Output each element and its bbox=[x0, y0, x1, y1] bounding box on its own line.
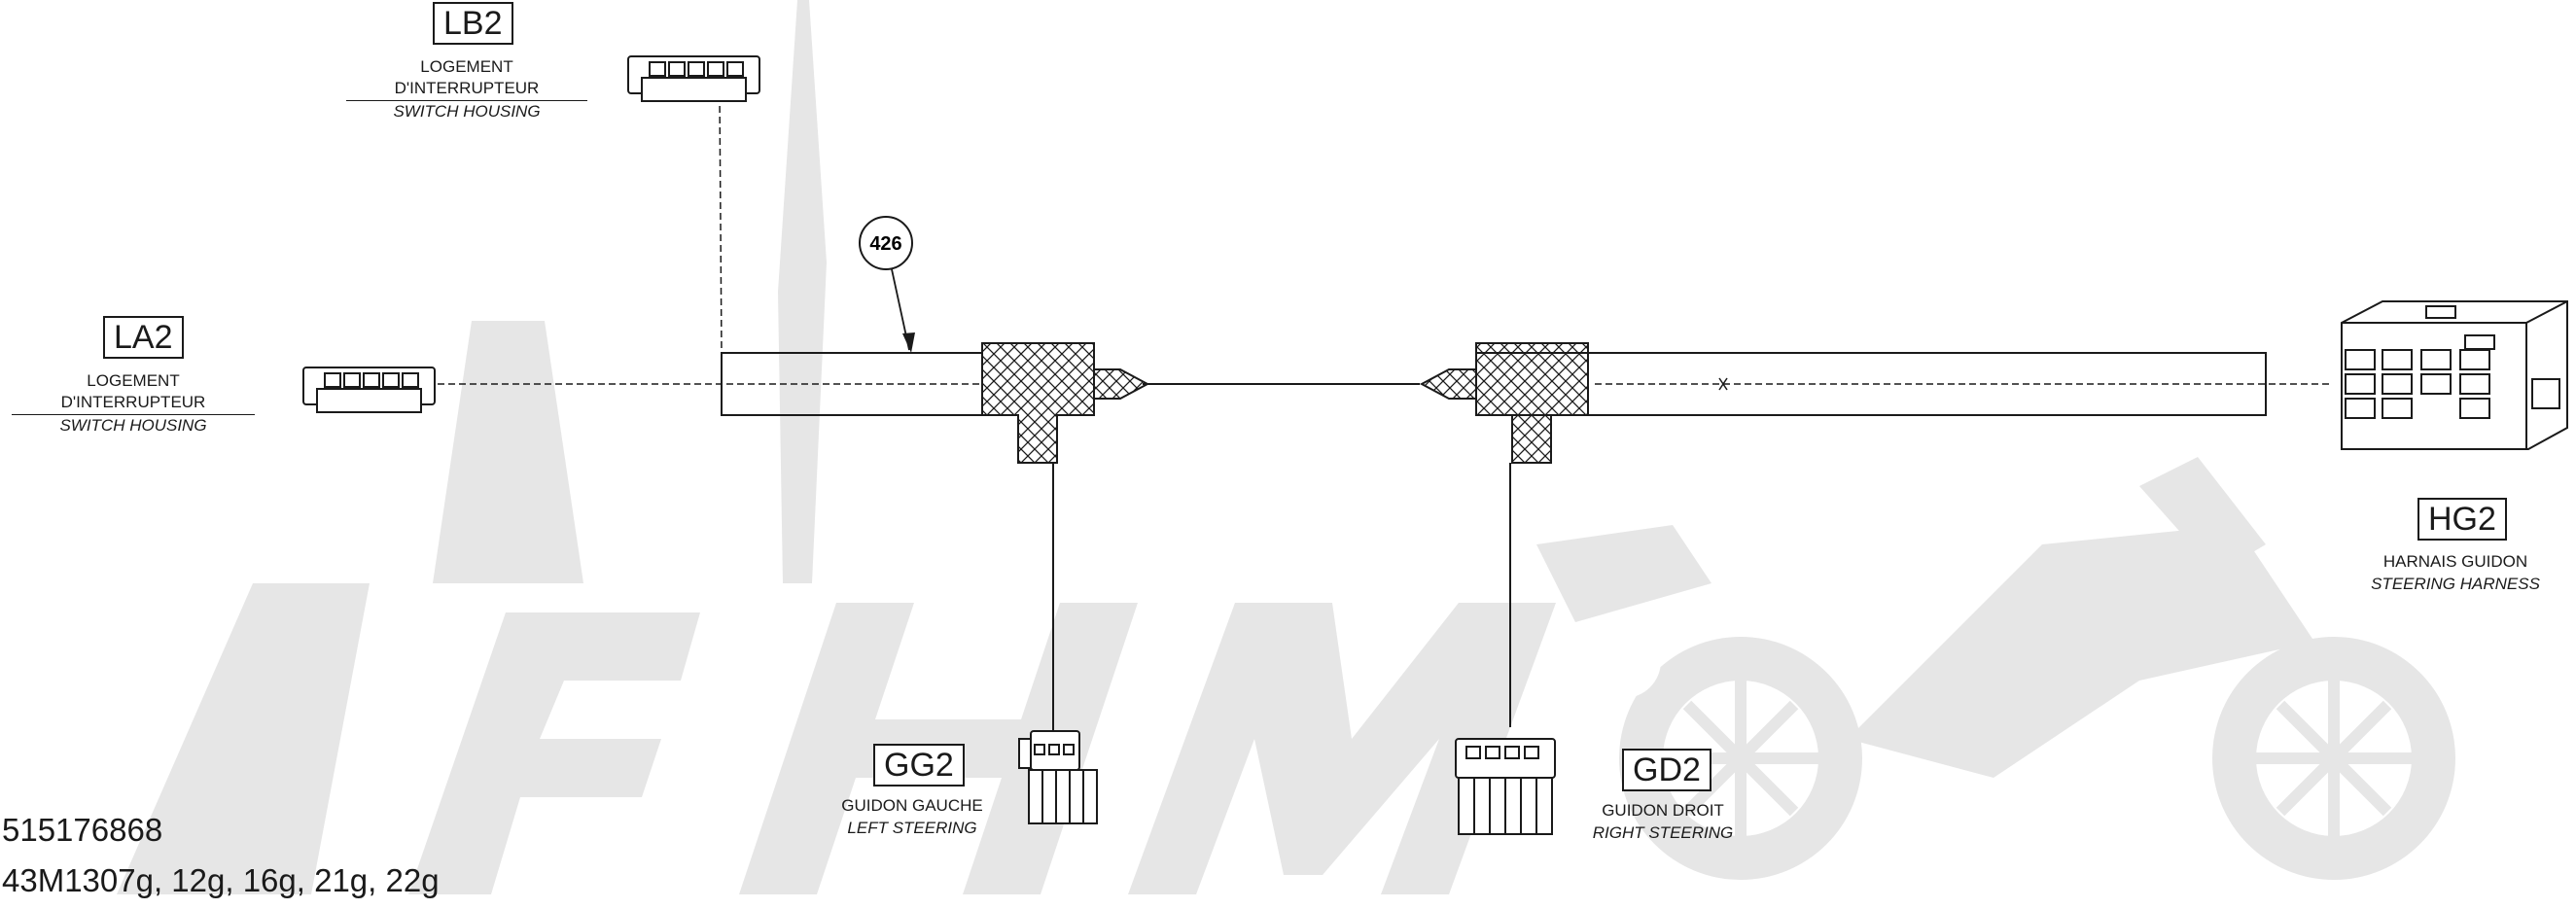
la2-tag: LA2 bbox=[103, 316, 184, 359]
gg2-tag: GG2 bbox=[873, 744, 965, 787]
watermark-logo bbox=[117, 0, 2455, 894]
gd2-tag: GD2 bbox=[1622, 749, 1711, 791]
gg2-caption: GUIDON GAUCHE LEFT STEERING bbox=[832, 795, 992, 839]
hg2-caption-fr: HARNAIS GUIDON bbox=[2382, 552, 2528, 571]
splice-left bbox=[981, 342, 1150, 464]
connector-leads bbox=[438, 94, 2329, 385]
gg2-caption-fr: GUIDON GAUCHE bbox=[841, 796, 983, 815]
la2-caption-fr: LOGEMENT D'INTERRUPTEUR bbox=[12, 370, 255, 415]
hg2-caption: HARNAIS GUIDON STEERING HARNESS bbox=[2348, 551, 2562, 595]
la2-caption: LOGEMENT D'INTERRUPTEUR SWITCH HOUSING bbox=[12, 370, 255, 437]
part-number: 515176868 bbox=[2, 812, 163, 848]
model-list: 43M1307g, 12g, 16g, 21g, 22g bbox=[2, 862, 440, 898]
hg2-tag: HG2 bbox=[2417, 498, 2507, 541]
hg2-connector-icon bbox=[2341, 300, 2568, 450]
lb2-caption-fr: LOGEMENT D'INTERRUPTEUR bbox=[346, 56, 587, 101]
lb2-caption-en: SWITCH HOUSING bbox=[393, 102, 541, 121]
gg2-caption-en: LEFT STEERING bbox=[847, 819, 977, 837]
callout-426-label: 426 bbox=[869, 233, 901, 255]
lb2-tag: LB2 bbox=[433, 2, 513, 45]
la2-connector-icon bbox=[302, 367, 436, 413]
gg2-connector-icon bbox=[1018, 730, 1098, 824]
hg2-caption-en: STEERING HARNESS bbox=[2371, 575, 2540, 593]
gd2-connector-icon bbox=[1455, 738, 1556, 835]
gd2-caption-fr: GUIDON DROIT bbox=[1602, 801, 1724, 820]
gd2-caption: GUIDON DROIT RIGHT STEERING bbox=[1583, 800, 1743, 844]
la2-caption-en: SWITCH HOUSING bbox=[59, 416, 207, 435]
splice-right bbox=[1419, 342, 1589, 464]
callout-426: 426 bbox=[859, 216, 915, 353]
lb2-connector-icon bbox=[627, 55, 760, 102]
gd2-caption-en: RIGHT STEERING bbox=[1592, 823, 1734, 842]
lb2-caption: LOGEMENT D'INTERRUPTEUR SWITCH HOUSING bbox=[346, 56, 587, 122]
